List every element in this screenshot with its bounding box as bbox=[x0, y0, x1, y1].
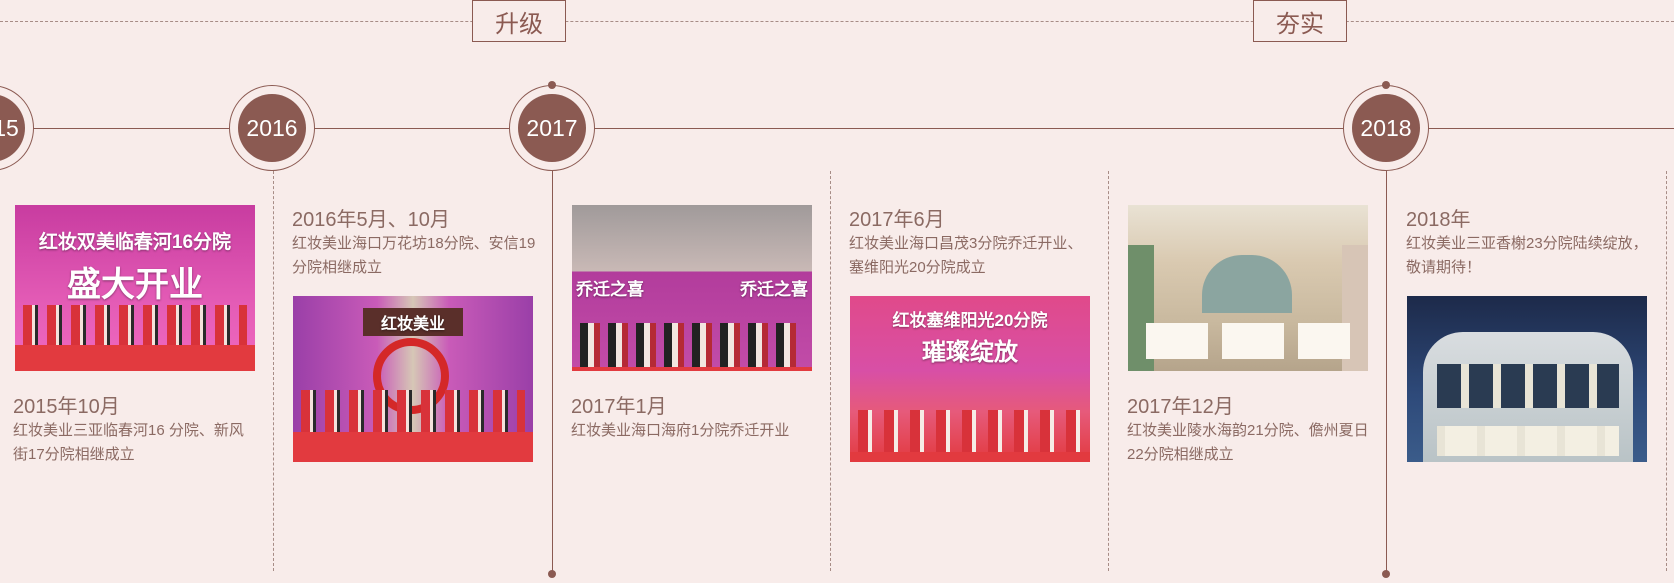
photo-banner-text: 璀璨绽放 bbox=[922, 339, 1018, 366]
milestone-date: 2016年5月、10月 bbox=[292, 209, 450, 231]
year-node-label: 15 bbox=[0, 94, 25, 162]
milestone-photo-2018 bbox=[1407, 296, 1647, 462]
year-node-2018[interactable]: 2018 bbox=[1343, 85, 1429, 171]
photo-carpet bbox=[293, 432, 533, 462]
milestone-description: 红妆美业三亚临春河16 分院、新风街17分院相继成立 bbox=[13, 422, 244, 463]
section-tag-upgrade: 升级 bbox=[472, 0, 566, 42]
column-separator bbox=[1108, 171, 1109, 571]
milestone-date: 2015年10月 bbox=[13, 396, 120, 418]
photo-banner-text: 盛大开业 bbox=[67, 266, 203, 304]
milestone-description: 红妆美业三亚香榭23分院陆续绽放，敬请期待！ bbox=[1406, 235, 1648, 276]
year-node-2017[interactable]: 2017 bbox=[509, 85, 595, 171]
milestone-description: 红妆美业海口海府1分院乔迁开业 bbox=[571, 422, 790, 439]
photo-windows bbox=[1437, 364, 1619, 408]
photo-banner-text: 乔迁之喜 bbox=[576, 280, 644, 299]
photo-storefront bbox=[1437, 426, 1619, 456]
section-tag-label: 升级 bbox=[495, 10, 543, 38]
milestone-date: 2017年6月 bbox=[849, 209, 945, 231]
year-node-label: 2018 bbox=[1352, 94, 1420, 162]
photo-people bbox=[580, 323, 804, 367]
milestone-photo-2017-01: 乔迁之喜 乔迁之喜 bbox=[572, 205, 812, 371]
milestone-date: 2017年12月 bbox=[1127, 396, 1234, 418]
photo-beds bbox=[1146, 323, 1350, 359]
column-separator bbox=[273, 171, 274, 571]
photo-carpet bbox=[15, 345, 255, 371]
column-separator bbox=[1666, 171, 1667, 571]
milestone-description: 红妆美业海口万花坊18分院、安信19分院相继成立 bbox=[292, 235, 536, 276]
year-node-label: 2017 bbox=[518, 94, 586, 162]
photo-people bbox=[301, 390, 525, 434]
milestone-photo-2017-06: 红妆塞维阳光20分院 璀璨绽放 bbox=[850, 296, 1090, 462]
section-divider-line bbox=[0, 21, 1674, 22]
photo-banner-text: 红妆美业 bbox=[363, 308, 463, 336]
milestone-photo-2015-10: 红妆双美临春河16分院 盛大开业 bbox=[15, 205, 255, 371]
milestone-date: 2017年1月 bbox=[571, 396, 667, 418]
photo-banner-text: 红妆塞维阳光20分院 bbox=[892, 311, 1048, 330]
timeline-dot bbox=[1382, 570, 1390, 578]
photo-people bbox=[23, 305, 247, 349]
photo-carpet bbox=[850, 452, 1090, 462]
year-connector-2018 bbox=[1386, 171, 1387, 571]
photo-banner-text: 红妆双美临春河16分院 bbox=[38, 232, 232, 253]
year-2015-text: 15 bbox=[0, 114, 19, 141]
milestone-photo-2017-12 bbox=[1128, 205, 1368, 371]
timeline-dot bbox=[548, 81, 556, 89]
timeline-dot bbox=[1382, 81, 1390, 89]
section-tag-label: 夯实 bbox=[1276, 10, 1324, 38]
year-node-2015[interactable]: 15 bbox=[0, 85, 34, 171]
year-connector-2017 bbox=[552, 171, 553, 571]
year-node-label: 2016 bbox=[238, 94, 306, 162]
milestone-description: 红妆美业陵水海韵21分院、儋州夏日22分院相继成立 bbox=[1127, 422, 1369, 463]
year-node-2016[interactable]: 2016 bbox=[229, 85, 315, 171]
photo-people bbox=[858, 410, 1082, 454]
milestone-photo-2016: 红妆美业 bbox=[293, 296, 533, 462]
column-separator bbox=[830, 171, 831, 571]
photo-banner-text: 乔迁之喜 bbox=[740, 280, 808, 299]
timeline-axis bbox=[0, 128, 1674, 129]
milestone-date: 2018年 bbox=[1406, 209, 1471, 231]
photo-carpet bbox=[572, 367, 812, 371]
timeline-dot bbox=[548, 570, 556, 578]
photo-arch bbox=[1202, 255, 1292, 313]
milestone-description: 红妆美业海口昌茂3分院乔迁开业、塞维阳光20分院成立 bbox=[849, 235, 1083, 276]
section-tag-solid: 夯实 bbox=[1253, 0, 1347, 42]
